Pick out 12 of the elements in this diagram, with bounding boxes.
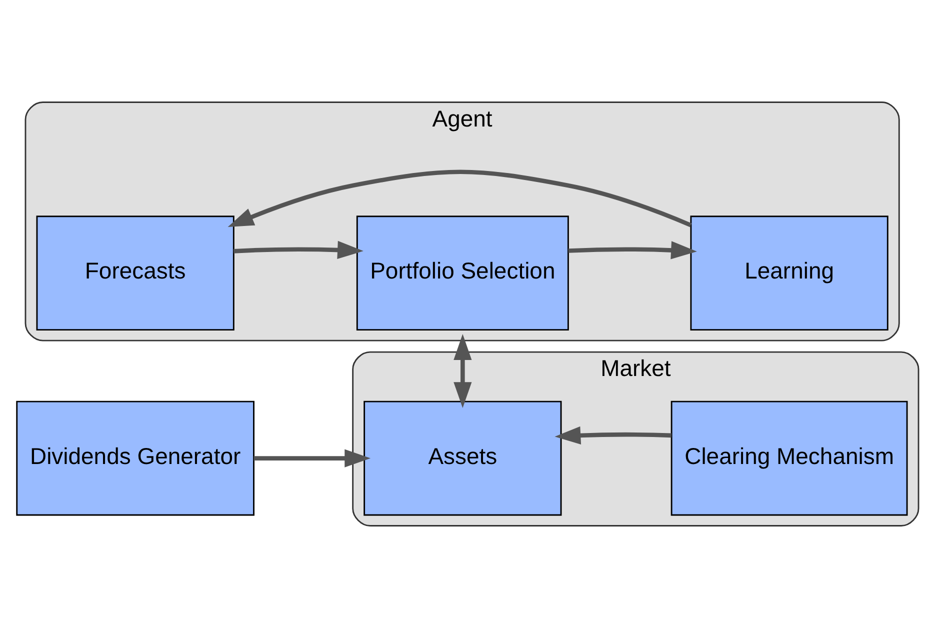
node-box: Portfolio Selection [356,216,569,331]
node-box: Assets [364,400,562,516]
node-box: Forecasts [36,216,234,331]
arrow [254,449,371,468]
node-box: Clearing Mechanism [670,400,908,516]
arrow [228,170,692,228]
arrow [234,240,364,260]
node-box: Dividends Generator [16,400,254,516]
arrow [568,241,697,260]
node-box: Learning [690,216,888,331]
arrow [454,334,472,408]
arrow [554,426,672,444]
